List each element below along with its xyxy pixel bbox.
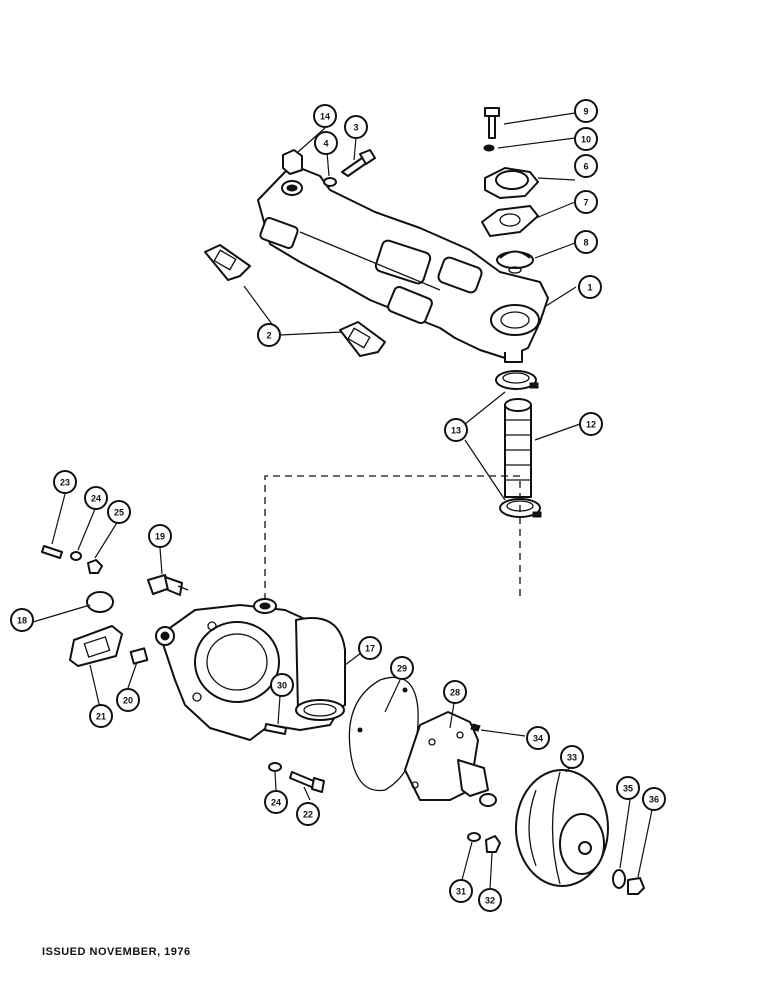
nut-left: [87, 559, 103, 574]
housing-washer: [483, 144, 495, 152]
water-pump-housing: [155, 598, 346, 741]
pulley-nut: [627, 877, 645, 895]
nut-pump: [485, 835, 501, 853]
callout-33: 33: [560, 745, 584, 769]
dashed-hose-route: [264, 475, 521, 600]
svg-text:28: 28: [450, 688, 460, 698]
thermostat-cover-gasket: [69, 625, 123, 667]
svg-text:8: 8: [583, 238, 588, 248]
housing-bolt: [484, 107, 500, 139]
water-pump: [404, 711, 497, 807]
issued-date-footer: ISSUED NOVEMBER, 1976: [42, 946, 191, 958]
callout-9: 9: [574, 99, 598, 123]
callout-1: 1: [578, 275, 602, 299]
svg-text:32: 32: [485, 896, 495, 906]
svg-text:22: 22: [303, 810, 313, 820]
svg-text:19: 19: [155, 532, 165, 542]
callout-3: 3: [344, 115, 368, 139]
callout-4: 4: [314, 131, 338, 155]
svg-text:4: 4: [323, 139, 328, 149]
svg-text:3: 3: [353, 123, 358, 133]
svg-text:9: 9: [583, 107, 588, 117]
callout-17: 17: [358, 636, 382, 660]
svg-text:18: 18: [17, 616, 27, 626]
svg-text:24: 24: [271, 798, 281, 808]
callout-14: 14: [313, 104, 337, 128]
callout-36: 36: [642, 787, 666, 811]
svg-text:29: 29: [397, 664, 407, 674]
callout-12: 12: [579, 412, 603, 436]
cap-screw-lower: [289, 771, 325, 793]
thermostat-gasket: [481, 205, 539, 237]
callout-2: 2: [257, 323, 281, 347]
water-manifold: [257, 167, 549, 363]
lock-washer-left: [70, 551, 82, 561]
svg-text:7: 7: [583, 198, 588, 208]
callout-24-upper: 24: [84, 486, 108, 510]
lock-washer-upper: [323, 177, 337, 187]
callout-35: 35: [616, 776, 640, 800]
stud-left: [41, 545, 63, 559]
svg-text:23: 23: [60, 478, 70, 488]
svg-text:14: 14: [320, 112, 330, 122]
woodruff-key: [470, 723, 481, 732]
svg-text:12: 12: [586, 420, 596, 430]
hose-clamp-upper: [495, 370, 539, 390]
svg-text:33: 33: [567, 753, 577, 763]
svg-text:24: 24: [91, 494, 101, 504]
callout-22: 22: [296, 802, 320, 826]
pulley-washer: [612, 869, 626, 889]
callout-28: 28: [443, 680, 467, 704]
lock-washer-pump: [467, 832, 481, 842]
callout-30: 30: [270, 673, 294, 697]
housing-stud: [264, 723, 287, 735]
svg-text:10: 10: [581, 135, 591, 145]
svg-text:20: 20: [123, 696, 133, 706]
svg-text:30: 30: [277, 681, 287, 691]
callout-23: 23: [53, 470, 77, 494]
svg-text:34: 34: [533, 734, 543, 744]
svg-text:35: 35: [623, 784, 633, 794]
svg-text:31: 31: [456, 887, 466, 897]
callout-21: 21: [89, 704, 113, 728]
svg-text:17: 17: [365, 644, 375, 654]
callout-32: 32: [478, 888, 502, 912]
manifold-gasket-upper: [204, 244, 251, 281]
callout-13: 13: [444, 418, 468, 442]
cap-screw-manifold: [341, 149, 376, 177]
callout-31: 31: [449, 879, 473, 903]
callout-24-lower: 24: [264, 790, 288, 814]
svg-text:13: 13: [451, 426, 461, 436]
leader-lines: [32, 112, 653, 890]
callout-20: 20: [116, 688, 140, 712]
water-hose: [504, 398, 532, 498]
drain-fitting: [129, 647, 149, 665]
svg-text:25: 25: [114, 508, 124, 518]
manifold-gasket-lower: [339, 321, 386, 357]
callout-8: 8: [574, 230, 598, 254]
lock-washer-lower: [268, 762, 282, 772]
svg-text:2: 2: [266, 331, 271, 341]
callout-25: 25: [107, 500, 131, 524]
pipe-plug: [282, 149, 303, 175]
thermostat: [496, 250, 534, 274]
expansion-plug: [86, 591, 114, 613]
svg-text:21: 21: [96, 712, 106, 722]
temperature-sender: [147, 574, 189, 596]
callout-10: 10: [574, 127, 598, 151]
svg-text:6: 6: [583, 162, 588, 172]
callout-7: 7: [574, 190, 598, 214]
thermostat-housing: [484, 167, 539, 199]
callout-18: 18: [10, 608, 34, 632]
callout-34: 34: [526, 726, 550, 750]
svg-text:1: 1: [587, 283, 592, 293]
callout-6: 6: [574, 154, 598, 178]
callout-19: 19: [148, 524, 172, 548]
callout-29: 29: [390, 656, 414, 680]
fan-pulley: [515, 769, 609, 887]
svg-text:36: 36: [649, 795, 659, 805]
